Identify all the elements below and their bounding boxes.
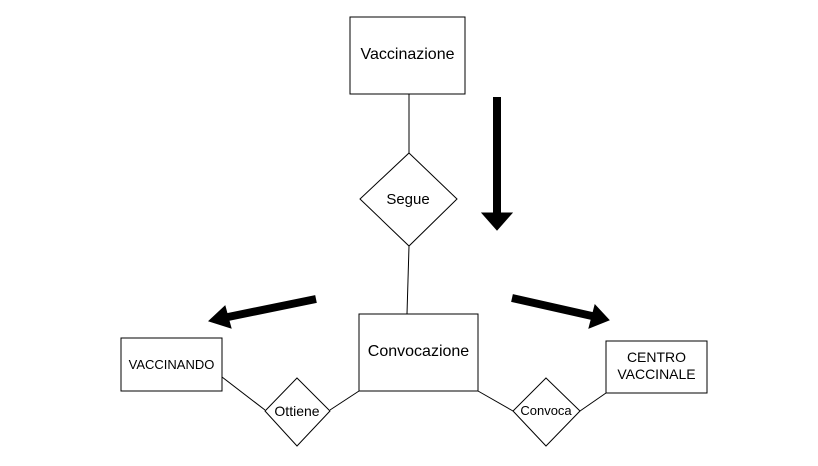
entity-convocazione[interactable]: Convocazione — [358, 313, 479, 392]
entity-vaccinazione-label: Vaccinazione — [361, 46, 455, 63]
entity-convocazione-label: Convocazione — [368, 343, 470, 360]
line-convoca-centro — [579, 392, 607, 412]
line-vaccinando-ottiene — [221, 376, 266, 411]
relationship-convoca[interactable]: Convoca — [512, 377, 581, 447]
line-convocazione-convoca — [477, 390, 514, 412]
line-segue-convocazione — [406, 245, 410, 315]
arrow-right — [511, 294, 610, 329]
arrow-left — [208, 295, 317, 329]
entity-centro-vaccinale-label-line2: VACCINALE — [617, 366, 695, 382]
entity-centro-vaccinale[interactable]: CENTRO VACCINALE — [605, 340, 708, 394]
relationship-segue-label: Segue — [386, 191, 429, 208]
entity-centro-vaccinale-label-line1: CENTRO — [627, 349, 686, 365]
entity-vaccinazione[interactable]: Vaccinazione — [349, 16, 466, 95]
entity-vaccinando[interactable]: VACCINANDO — [120, 337, 223, 392]
relationship-convoca-label: Convoca — [520, 403, 572, 418]
relationship-ottiene[interactable]: Ottiene — [264, 377, 331, 447]
line-ottiene-convocazione — [329, 390, 360, 411]
entity-vaccinando-label: VACCINANDO — [129, 357, 215, 372]
relationship-segue[interactable]: Segue — [359, 152, 458, 247]
arrow-down — [480, 97, 514, 231]
relationship-ottiene-label: Ottiene — [274, 403, 319, 419]
